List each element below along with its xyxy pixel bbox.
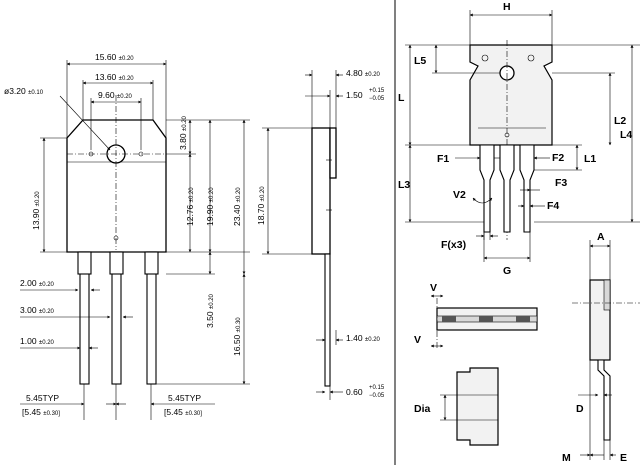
svg-text:4.80 ±0.20: 4.80 ±0.20 [346, 68, 381, 78]
svg-text:5.45TYP: 5.45TYP [26, 393, 59, 403]
svg-text:F(x3): F(x3) [441, 239, 466, 251]
svg-text:[5.45 ±0.30]: [5.45 ±0.30] [164, 407, 202, 417]
detail-v-labels: V V [414, 282, 437, 346]
side-body [311, 127, 331, 255]
svg-text:+0.15: +0.15 [369, 385, 385, 391]
svg-text:L2: L2 [614, 115, 626, 127]
svg-text:L1: L1 [584, 153, 596, 165]
letter-lead-2 [499, 144, 515, 233]
letter-lead-1 [479, 144, 495, 233]
svg-text:L3: L3 [398, 179, 410, 191]
svg-text:V: V [430, 282, 437, 294]
svg-text:19.90 ±0.20: 19.90 ±0.20 [205, 187, 215, 226]
svg-text:3.80 ±0.20: 3.80 ±0.20 [178, 115, 188, 150]
package-body [66, 119, 167, 253]
letter-side-view [572, 240, 640, 460]
svg-text:V: V [414, 334, 421, 346]
svg-text:+0.15: +0.15 [369, 88, 385, 94]
svg-text:16.50 ±0.30: 16.50 ±0.30 [232, 317, 242, 356]
dia-detail-body [456, 367, 499, 446]
svg-text:1.00 ±0.20: 1.00 ±0.20 [20, 336, 55, 346]
front-view-labels: 15.60 ±0.20 13.60 ±0.20 9.60 ±0.20 ø3.20… [4, 52, 242, 417]
svg-text:L4: L4 [620, 129, 632, 141]
svg-text:F4: F4 [547, 200, 559, 212]
svg-text:13.60 ±0.20: 13.60 ±0.20 [95, 72, 134, 82]
svg-text:L5: L5 [414, 55, 426, 67]
svg-text:9.60 ±0.20: 9.60 ±0.20 [98, 90, 133, 100]
svg-text:M: M [562, 452, 571, 464]
svg-text:F1: F1 [437, 153, 449, 165]
letter-body [469, 44, 553, 146]
svg-text:15.60 ±0.20: 15.60 ±0.20 [95, 52, 134, 62]
detail-dia-view [440, 367, 499, 446]
svg-text:F2: F2 [552, 152, 564, 164]
letter-front-labels: H L5 L L3 L2 L4 L1 F1 F2 F3 F4 V2 F(x3) … [398, 1, 632, 277]
dia-label: Dia [414, 403, 431, 415]
side-view [262, 70, 343, 400]
svg-text:E: E [620, 452, 627, 464]
letter-lead-3 [519, 144, 535, 233]
svg-text:12.76 ±0.20: 12.76 ±0.20 [185, 187, 195, 226]
svg-text:3.50 ±0.20: 3.50 ±0.20 [205, 293, 215, 328]
letter-front-view [405, 10, 640, 262]
svg-text:ø3.20 ±0.10: ø3.20 ±0.10 [4, 86, 44, 96]
svg-text:F3: F3 [555, 177, 567, 189]
svg-text:13.90 ±0.20: 13.90 ±0.20 [31, 191, 41, 230]
svg-text:−0.05: −0.05 [369, 96, 385, 102]
letter-side-labels: A D M E [562, 231, 627, 464]
svg-text:3.00 ±0.20: 3.00 ±0.20 [20, 305, 55, 315]
svg-text:1.40 ±0.20: 1.40 ±0.20 [346, 333, 381, 343]
detail-v-view [430, 294, 538, 350]
svg-text:[5.45 ±0.30]: [5.45 ±0.30] [22, 407, 60, 417]
svg-text:23.40 ±0.20: 23.40 ±0.20 [232, 187, 242, 226]
svg-text:−0.05: −0.05 [369, 393, 385, 399]
svg-text:2.00 ±0.20: 2.00 ±0.20 [20, 278, 55, 288]
svg-text:V2: V2 [453, 189, 466, 201]
svg-text:D: D [576, 403, 584, 415]
side-view-labels: 4.80 ±0.20 1.50 +0.15 −0.05 18.70 ±0.20 … [256, 68, 385, 399]
side-tab [329, 127, 337, 179]
svg-text:L: L [398, 92, 405, 104]
svg-text:1.50: 1.50 [346, 90, 363, 100]
svg-text:0.60: 0.60 [346, 387, 363, 397]
svg-text:A: A [597, 231, 605, 243]
side-lead [324, 253, 331, 387]
svg-text:H: H [503, 1, 511, 13]
letter-side-lead [597, 359, 611, 441]
svg-text:18.70 ±0.20: 18.70 ±0.20 [256, 186, 266, 225]
front-view [20, 60, 250, 420]
svg-text:G: G [503, 265, 511, 277]
svg-text:5.45TYP: 5.45TYP [168, 393, 201, 403]
